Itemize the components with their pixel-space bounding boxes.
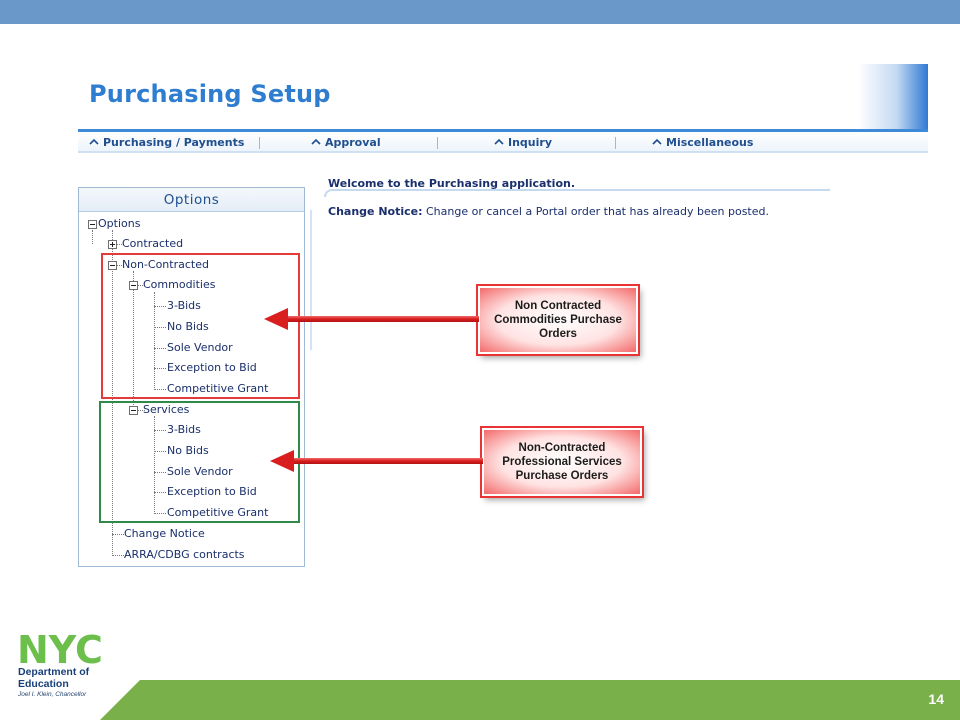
- highlight-box-commodities: [101, 253, 300, 399]
- menu-approval[interactable]: Approval: [310, 134, 381, 150]
- change-notice-label: Change Notice:: [328, 205, 423, 218]
- tree-item-services-no-bids[interactable]: No Bids: [167, 444, 209, 457]
- tree-item-services[interactable]: Services: [143, 403, 190, 416]
- tree-item-services-competitive-grant[interactable]: Competitive Grant: [167, 506, 269, 519]
- menu-label: Miscellaneous: [666, 135, 754, 149]
- tree-item-commodities-3-bids[interactable]: 3-Bids: [167, 299, 201, 312]
- callout-non-contracted-commodities: Non Contracted Commodities Purchase Orde…: [476, 284, 640, 356]
- content-panel: Welcome to the Purchasing application. C…: [310, 170, 830, 350]
- tree-item-services-3-bids[interactable]: 3-Bids: [167, 423, 201, 436]
- tree-item-commodities[interactable]: Commodities: [143, 278, 216, 291]
- chevron-up-icon: [651, 136, 663, 148]
- collapse-icon[interactable]: [88, 220, 97, 229]
- menu-separator: [615, 137, 616, 149]
- callout-line: Non-Contracted: [518, 442, 606, 454]
- options-tree: Options Contracted Non-Contracted Commod…: [79, 188, 304, 566]
- chevron-up-icon: [88, 136, 100, 148]
- tree-item-services-exception-to-bid[interactable]: Exception to Bid: [167, 485, 257, 498]
- tree-item-contracted[interactable]: Contracted: [122, 237, 184, 250]
- logo-education: Education: [18, 678, 69, 690]
- logo-chancellor: Joel I. Klein, Chancellor: [18, 691, 87, 698]
- callout-line: Purchase Orders: [515, 470, 609, 482]
- menu-label: Approval: [325, 135, 381, 149]
- expand-icon[interactable]: [108, 240, 117, 249]
- menu-inquiry[interactable]: Inquiry: [493, 134, 552, 150]
- chevron-up-icon: [310, 136, 322, 148]
- highlight-box-services: [99, 401, 300, 523]
- options-header: Options: [79, 188, 304, 212]
- chevron-up-icon: [493, 136, 505, 148]
- tree-item-commodities-sole-vendor[interactable]: Sole Vendor: [167, 341, 233, 354]
- nyc-logo: NYC: [17, 630, 103, 666]
- callout-line: Professional Services: [502, 456, 622, 468]
- welcome-message: Welcome to the Purchasing application.: [328, 177, 576, 190]
- collapse-icon[interactable]: [129, 281, 138, 290]
- change-notice-text: Change or cancel a Portal order that has…: [426, 205, 769, 218]
- menu-purchasing-payments[interactable]: Purchasing / Payments: [88, 134, 244, 150]
- tree-item-commodities-competitive-grant[interactable]: Competitive Grant: [167, 382, 269, 395]
- tree-item-commodities-no-bids[interactable]: No Bids: [167, 320, 209, 333]
- page-title: Purchasing Setup: [89, 80, 331, 108]
- collapse-icon[interactable]: [129, 406, 138, 415]
- logo-letters: NYC: [17, 630, 103, 666]
- logo-department: Department of: [18, 666, 90, 678]
- content-side-border: [310, 210, 312, 350]
- callout-line: Orders: [539, 328, 577, 340]
- menu-miscellaneous[interactable]: Miscellaneous: [651, 134, 753, 150]
- tree-item-non-contracted[interactable]: Non-Contracted: [122, 258, 209, 271]
- menu-separator: [437, 137, 438, 149]
- callout-line: Non Contracted: [514, 300, 602, 312]
- tree-item-commodities-exception-to-bid[interactable]: Exception to Bid: [167, 361, 257, 374]
- callout-non-contracted-services: Non-Contracted Professional Services Pur…: [480, 426, 644, 498]
- tree-item-arra-cdbg-contracts[interactable]: ARRA/CDBG contracts: [124, 548, 245, 561]
- change-notice-description: Change Notice: Change or cancel a Portal…: [328, 205, 769, 218]
- options-panel: Options Options Contracted: [78, 187, 305, 567]
- menu-separator: [259, 137, 260, 149]
- menu-label: Purchasing / Payments: [103, 135, 245, 149]
- menu-bar: Purchasing / Payments Approval Inquiry M…: [78, 129, 928, 153]
- collapse-icon[interactable]: [108, 261, 117, 270]
- tree-item-change-notice[interactable]: Change Notice: [124, 527, 205, 540]
- page-number: 14: [928, 691, 944, 707]
- tree-item-options[interactable]: Options: [98, 217, 141, 230]
- callout-line: Commodities Purchase: [494, 314, 622, 326]
- footer-bar: [100, 680, 960, 720]
- tree-item-services-sole-vendor[interactable]: Sole Vendor: [167, 465, 233, 478]
- menu-label: Inquiry: [508, 135, 552, 149]
- content-divider: [324, 189, 830, 197]
- top-accent-bar: [0, 0, 960, 24]
